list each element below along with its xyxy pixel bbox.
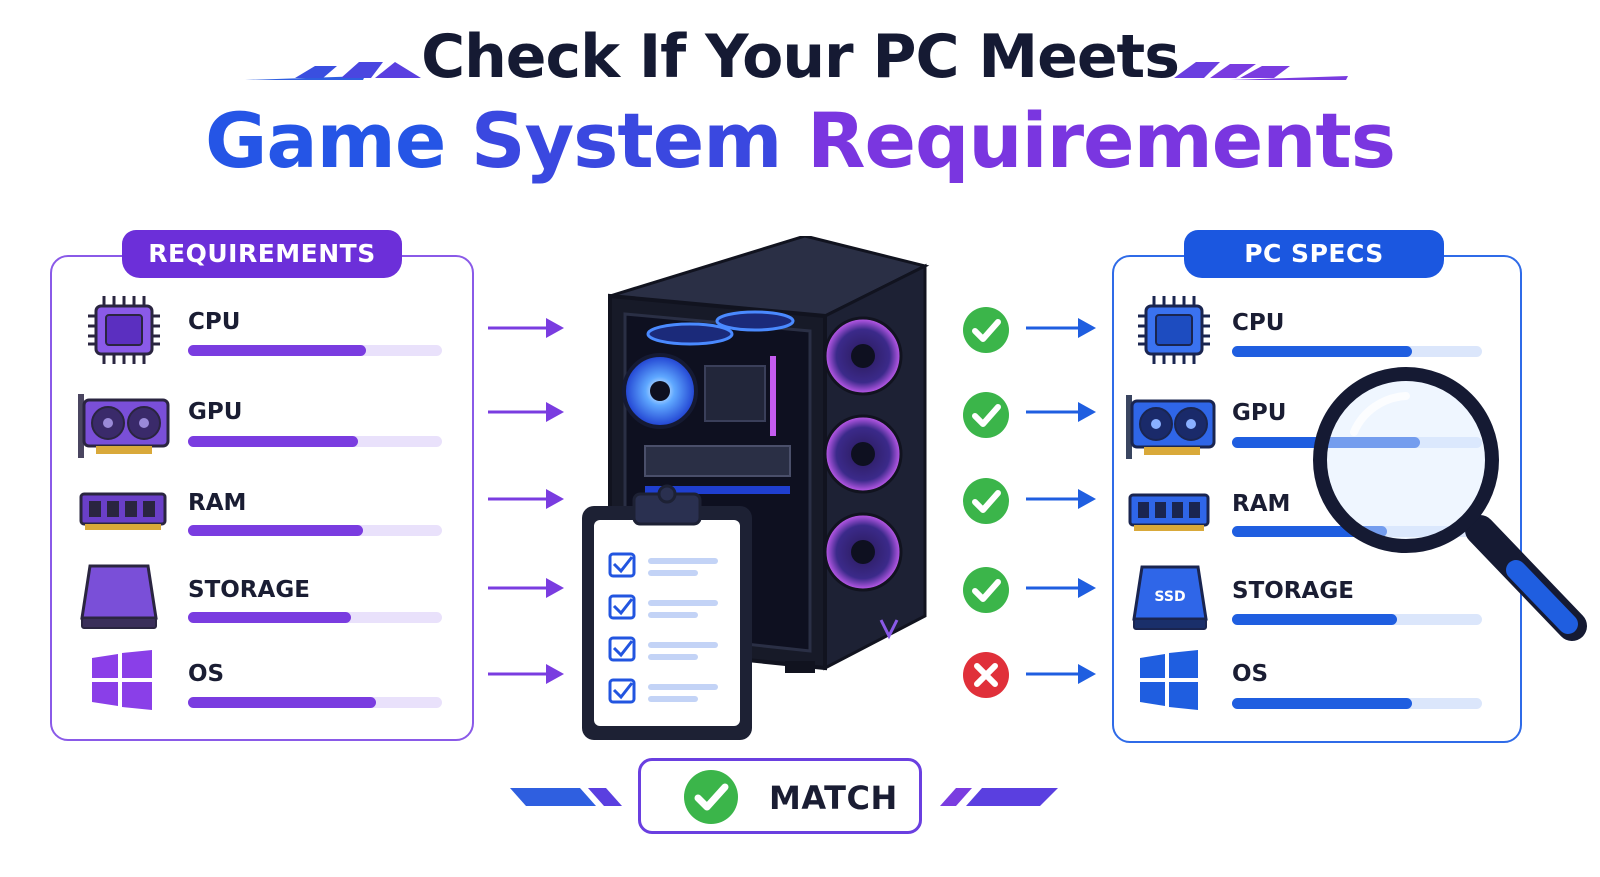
- requirement-arrows: [488, 318, 564, 684]
- check-badge-storage: [963, 567, 1009, 613]
- requirement-bar-fill: [188, 345, 366, 356]
- requirement-bar-gpu: [188, 436, 442, 447]
- spec-bar-fill: [1232, 526, 1387, 537]
- spec-label-cpu: CPU: [1232, 310, 1285, 336]
- spec-bar-os: [1232, 698, 1482, 709]
- pc-specs-heading: PC SPECS: [1184, 230, 1444, 278]
- spec-arrows: [1026, 318, 1096, 684]
- spec-label-gpu: GPU: [1232, 400, 1287, 426]
- spec-bar-cpu: [1232, 346, 1482, 357]
- check-icon: [684, 770, 738, 824]
- title-line-1: Check If Your PC Meets: [421, 22, 1180, 92]
- requirement-label-ram: RAM: [188, 490, 247, 516]
- requirements-heading: REQUIREMENTS: [122, 230, 402, 278]
- title-wing-left: [245, 62, 421, 80]
- check-icon: [972, 404, 1001, 427]
- check-icon: [972, 319, 1001, 342]
- spec-bar-fill: [1232, 346, 1412, 357]
- check-icon: [972, 490, 1001, 513]
- match-wing-right: [940, 788, 1058, 806]
- requirement-label-gpu: GPU: [188, 399, 243, 425]
- requirement-bar-fill: [188, 525, 364, 536]
- pc-case-icon: [608, 236, 930, 673]
- check-badge-os: [963, 652, 1009, 698]
- cross-icon: [974, 663, 998, 687]
- spec-label-os: OS: [1232, 661, 1269, 687]
- spec-bar-fill: [1232, 698, 1412, 709]
- requirement-bar-fill: [188, 612, 351, 623]
- gpu-icon: [1126, 395, 1216, 459]
- clipboard-icon: [582, 484, 752, 740]
- requirement-bar-os: [188, 697, 442, 708]
- windows-icon: [1140, 650, 1198, 710]
- check-badge-ram: [963, 478, 1009, 524]
- match-result: MATCH: [638, 758, 922, 834]
- spec-label-ram: RAM: [1232, 491, 1291, 517]
- cpu-icon: [88, 296, 160, 364]
- gpu-icon: [78, 394, 170, 458]
- requirement-bar-ram: [188, 525, 442, 536]
- title-word-system: System: [470, 96, 783, 185]
- requirement-bar-storage: [188, 612, 442, 623]
- ssd-label: SSD: [1154, 589, 1186, 605]
- match-label: MATCH: [769, 779, 898, 817]
- spec-bar-fill: [1232, 614, 1397, 625]
- title-line-2: Game System Requirements: [0, 96, 1600, 185]
- check-icon: [972, 579, 1001, 602]
- requirement-bar-fill: [188, 436, 359, 447]
- requirement-bar-cpu: [188, 345, 442, 356]
- spec-bar-storage: [1232, 614, 1482, 625]
- spec-label-storage: STORAGE: [1232, 578, 1354, 604]
- match-wing-left: [510, 788, 622, 806]
- storage-icon: [1132, 565, 1208, 630]
- storage-icon: [80, 564, 158, 629]
- magnifier-icon: [1313, 367, 1587, 641]
- title-word-requirements: Requirements: [806, 96, 1396, 185]
- requirement-label-os: OS: [188, 661, 225, 687]
- requirement-label-cpu: CPU: [188, 309, 241, 335]
- check-badge-cpu: [963, 307, 1009, 353]
- ram-icon: [1128, 493, 1210, 531]
- requirement-bar-fill: [188, 697, 376, 708]
- ram-icon: [79, 492, 167, 530]
- title-word-game: Game: [205, 96, 446, 185]
- windows-icon: [92, 650, 152, 710]
- requirement-label-storage: STORAGE: [188, 577, 310, 603]
- check-badge-gpu: [963, 392, 1009, 438]
- title-wing-right: [1174, 62, 1348, 80]
- cpu-icon: [1138, 296, 1210, 364]
